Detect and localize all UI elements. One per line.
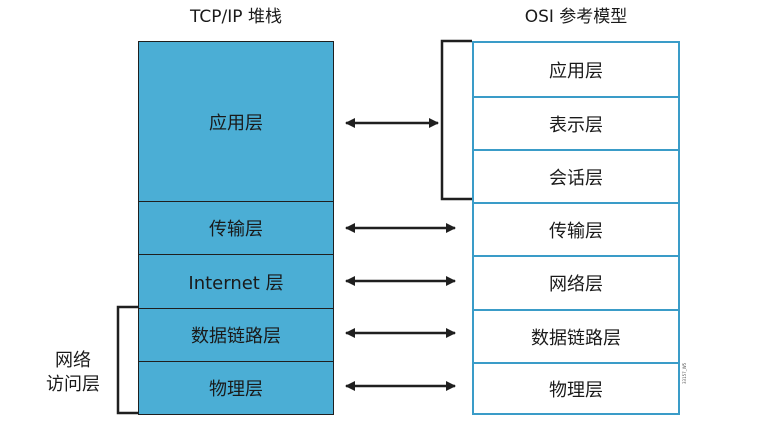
tcp-ip-stack: 应用层 传输层 Internet 层 数据链路层 物理层 [138, 41, 334, 415]
tcp-layer-physical: 物理层 [139, 361, 333, 413]
tcp-ip-stack-title: TCP/IP 堆栈 [190, 7, 282, 27]
osi-layer-network: 网络层 [474, 255, 678, 309]
network-access-bracket [116, 305, 138, 415]
network-access-layer-label: 网络 访问层 [36, 349, 110, 397]
tcp-layer-data-link: 数据链路层 [139, 308, 333, 361]
tcp-layer-internet: Internet 层 [139, 254, 333, 308]
tcp-layer-transport: 传输层 [139, 201, 333, 254]
osi-layer-application: 应用层 [549, 60, 603, 82]
osi-reference-model: 应用层 表示层 会话层 传输层 网络层 数据链路层 物理层 [472, 41, 680, 415]
osi-model-title: OSI 参考模型 [524, 7, 628, 27]
osi-layer-presentation: 表示层 [474, 96, 678, 149]
osi-layer-physical: 物理层 [474, 362, 678, 414]
osi-layer-session: 会话层 [474, 149, 678, 202]
osi-layer-transport: 传输层 [474, 202, 678, 255]
osi-upper-layers-bracket [440, 39, 472, 201]
tcp-layer-application: 应用层 [209, 112, 263, 134]
figure-id-watermark: 33157_W5 [682, 362, 687, 384]
network-access-label-line1: 网络 [55, 350, 91, 371]
osi-layer-data-link: 数据链路层 [474, 309, 678, 362]
network-access-label-line2: 访问层 [46, 374, 100, 395]
